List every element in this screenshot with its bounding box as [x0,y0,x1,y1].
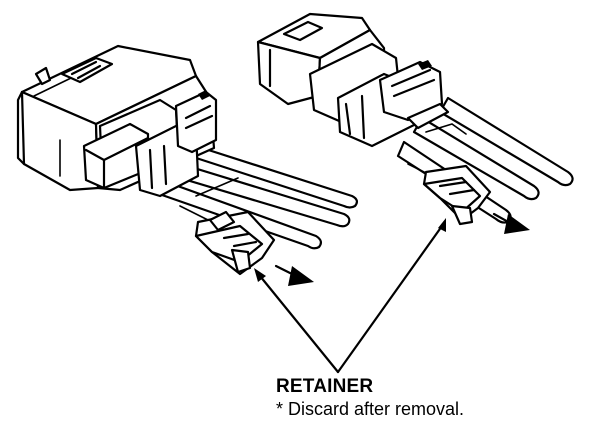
right-connector [256,12,574,234]
left-housing [16,44,218,198]
retainer-leader-lines [254,218,446,374]
discard-note: * Discard after removal. [276,399,465,419]
left-wires [140,144,359,250]
right-removal-arrow [492,212,530,234]
left-connector [16,44,359,286]
left-removal-arrow [274,264,314,286]
right-housing [256,12,450,148]
left-retainer [194,210,276,276]
retainer-label: RETAINER [276,376,374,397]
right-retainer [422,164,492,226]
